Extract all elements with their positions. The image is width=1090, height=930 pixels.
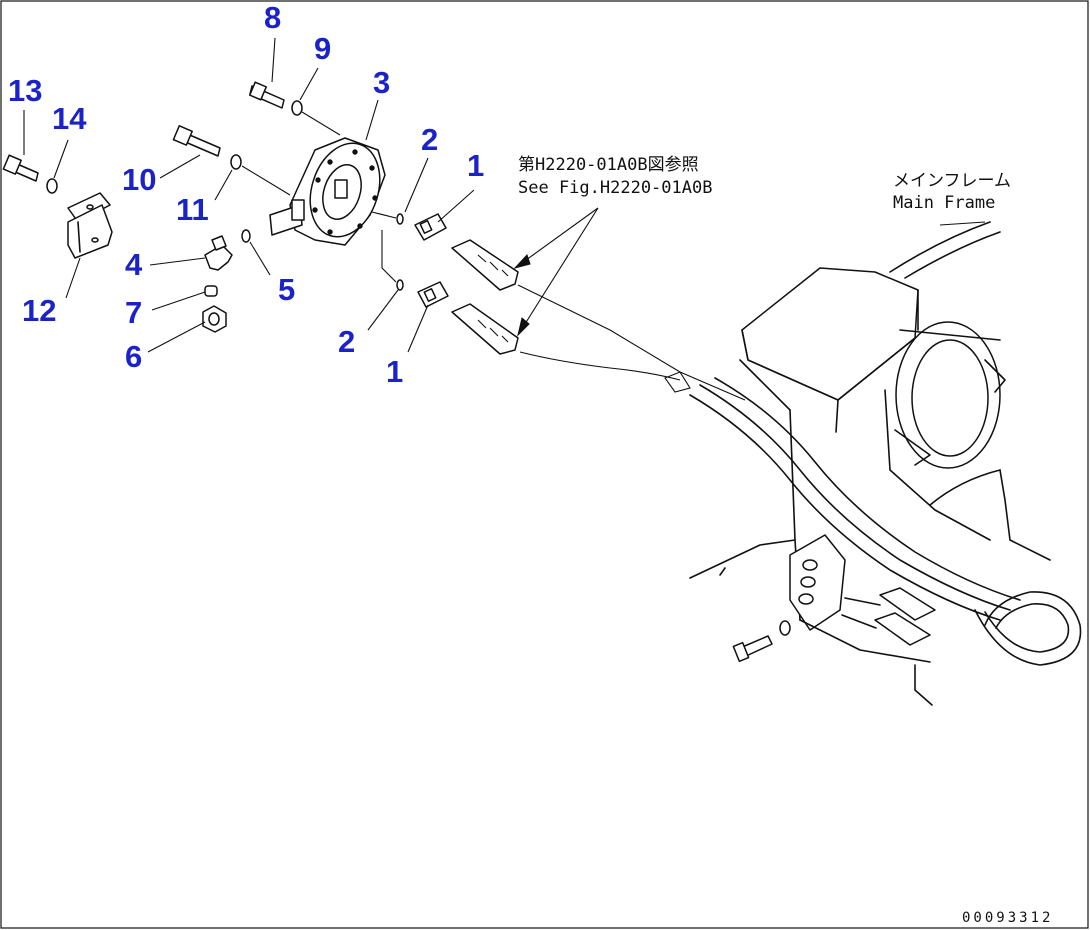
callout-12: 12 <box>22 293 56 328</box>
callout-13: 13 <box>8 73 42 108</box>
callout-6: 6 <box>125 339 142 374</box>
callout-9: 9 <box>314 31 331 66</box>
callout-2-lower: 2 <box>338 324 355 359</box>
main-frame-label: メインフレーム Main Frame <box>893 171 1011 213</box>
callout-14: 14 <box>52 101 87 136</box>
hose-fitting-upper <box>451 239 519 291</box>
hoses-to-frame <box>517 284 746 401</box>
callout-10: 10 <box>122 162 156 197</box>
part-11-washer <box>230 154 242 170</box>
frame-lower-plate <box>789 534 846 631</box>
part-5-oring <box>241 229 251 243</box>
exploded-parts <box>2 81 519 355</box>
part-2-seal-lower <box>396 279 404 291</box>
callout-11: 11 <box>176 192 209 227</box>
leader-lines <box>23 37 986 353</box>
part-9-washer <box>291 100 303 116</box>
callout-labels: 1 1 2 2 3 4 5 6 7 8 9 10 11 12 13 14 <box>8 0 484 389</box>
part-2-seal-upper <box>396 213 404 225</box>
main-frame-drawing <box>689 221 1082 706</box>
reference-note-english: See Fig.H2220-01A0B <box>518 178 712 198</box>
drawing-code: 00093312 <box>962 910 1053 926</box>
callout-1-upper: 1 <box>467 148 484 183</box>
main-frame-label-japanese: メインフレーム <box>893 171 1011 191</box>
callout-2-upper: 2 <box>421 122 438 157</box>
callout-4: 4 <box>125 247 143 282</box>
reference-note-japanese: 第H2220-01A0B図参照 <box>518 155 699 175</box>
callout-8: 8 <box>264 0 281 35</box>
callout-1-lower: 1 <box>386 354 403 389</box>
reference-note: 第H2220-01A0B図参照 See Fig.H2220-01A0B <box>518 155 712 198</box>
callout-7: 7 <box>125 295 142 330</box>
main-frame-label-english: Main Frame <box>893 193 995 213</box>
frame-top-box <box>741 267 919 401</box>
part-14-washer <box>46 178 58 194</box>
lower-washer <box>779 620 791 636</box>
hose-fitting-lower <box>451 303 519 355</box>
callout-5: 5 <box>278 272 295 307</box>
callout-3: 3 <box>373 65 390 100</box>
part-7-plug <box>204 285 218 297</box>
